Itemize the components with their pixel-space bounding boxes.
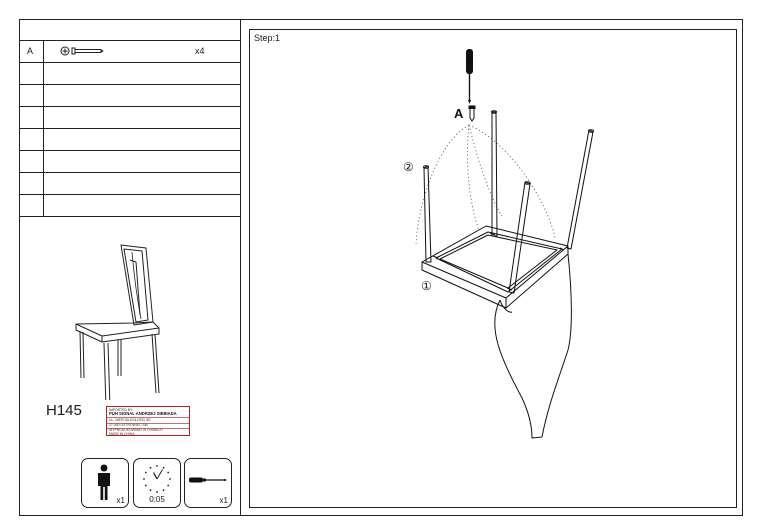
part-code — [20, 129, 44, 150]
model-number: H145 — [46, 402, 82, 419]
parts-row — [20, 173, 240, 195]
left-column: A x4 — [20, 20, 241, 515]
step-diagram: A ② ① — [403, 49, 594, 439]
label-divider — [107, 427, 189, 429]
parts-row — [20, 63, 240, 85]
importer-line: MADE IN CHINA — [109, 432, 135, 436]
screwdriver-icon — [189, 477, 227, 483]
step-panel: Step:1 A ② ① — [249, 29, 737, 508]
part-description — [45, 85, 240, 106]
part-description — [45, 129, 240, 150]
persons-count: x1 — [116, 496, 125, 505]
parts-row — [20, 151, 240, 173]
part-label-a: A — [454, 106, 464, 121]
part-code — [20, 151, 44, 172]
parts-row — [20, 129, 240, 151]
tools-count: x1 — [219, 496, 228, 505]
importer-line: UL. NIEPODLEGŁOŚCI 5D — [109, 418, 151, 422]
person-icon — [98, 464, 110, 500]
importer-line: WYPRODUKOWANO W CHINACH — [109, 428, 163, 432]
part-description: x4 — [45, 41, 240, 62]
clock-icon — [143, 465, 171, 493]
parts-row — [20, 85, 240, 107]
importer-company: PUH SIGNAL ANDRZEJ SIEBIADA — [109, 412, 177, 416]
part-description — [45, 151, 240, 172]
part-code — [20, 85, 44, 106]
part-code: A — [20, 41, 44, 62]
parts-row — [20, 107, 240, 129]
instruction-sheet: A x4 — [19, 19, 743, 516]
label-divider — [107, 417, 189, 418]
importer-heading: IMPORTED BY: — [109, 408, 134, 412]
label-divider — [107, 422, 189, 424]
importer-line: 27-400 OSTROWIEC ŚW. — [109, 423, 149, 427]
callout-1: ① — [421, 279, 432, 293]
part-description — [45, 173, 240, 194]
part-code — [20, 107, 44, 128]
parts-table-header — [20, 20, 240, 41]
persons-card: x1 — [81, 458, 129, 508]
tools-card: x1 — [184, 458, 232, 508]
part-description — [45, 63, 240, 84]
chair-drawing — [421, 110, 594, 439]
motion-path — [415, 124, 556, 246]
callout-2: ② — [403, 160, 414, 174]
screw-icon — [468, 105, 476, 122]
part-code — [20, 173, 44, 194]
part-code — [20, 63, 44, 84]
parts-row: A x4 — [20, 41, 240, 63]
part-description — [45, 195, 240, 216]
part-description — [45, 107, 240, 128]
time-card: 0:05 — [133, 458, 181, 508]
importer-label: IMPORTED BY: PUH SIGNAL ANDRZEJ SIEBIADA… — [106, 406, 190, 436]
assembly-time: 0:05 — [149, 495, 165, 504]
part-quantity: x4 — [195, 46, 205, 56]
step-title: Step:1 — [254, 33, 281, 43]
chair-illustration — [75, 244, 160, 400]
parts-row — [20, 195, 240, 217]
screwdriver-icon — [466, 49, 473, 104]
screw-icon — [60, 46, 104, 56]
part-code — [20, 195, 44, 216]
